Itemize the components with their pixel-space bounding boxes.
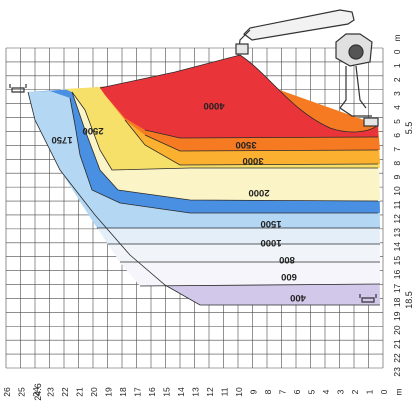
wheel-icon [348, 44, 364, 60]
y-tick-label: m [392, 34, 402, 41]
y-extra-label-18-5: 18.5 [404, 291, 414, 309]
zone-labels: 4000 3500 3000 2500 2000 1750 1500 1000 … [51, 100, 306, 303]
x-tick-label: 4 [321, 389, 331, 394]
y-tick-label: 17 [392, 283, 402, 293]
x-extra-label-24-6: 24.6 [33, 383, 43, 401]
zone-label-600: 600 [281, 271, 297, 282]
y-tick-label: 5 [392, 119, 402, 124]
x-tick-label: 26 [2, 387, 12, 397]
y-tick-label: 19 [392, 311, 402, 321]
y-tick-label: 14 [392, 242, 402, 252]
outline-3500 [144, 129, 379, 139]
x-tick-label: 21 [75, 387, 85, 397]
boom-head-icon [235, 43, 249, 55]
x-tick-label: 3 [336, 389, 346, 394]
zone-outlines [27, 54, 381, 306]
x-tick-label: 12 [205, 387, 215, 397]
x-tick-label: 22 [60, 387, 70, 397]
zone-label-800: 800 [279, 254, 295, 265]
y-tick-label: 10 [392, 186, 402, 196]
tower-icon [339, 107, 372, 117]
y-tick-label: 2 [392, 77, 402, 82]
zone-label-1750: 1750 [51, 134, 72, 145]
outline-2500 [124, 119, 379, 166]
zone-label-1500: 1500 [260, 218, 281, 229]
x-tick-label: 17 [133, 387, 143, 397]
x-tick-label: 13 [191, 387, 201, 397]
zone-label-400: 400 [290, 292, 306, 303]
x-tick-label: 0 [379, 389, 389, 394]
x-tick-label: 6 [292, 389, 302, 394]
y-tick-label: 1 [392, 63, 402, 68]
x-tick-label: 1 [365, 389, 375, 394]
y-tick-label: 4 [392, 105, 402, 110]
outline-3000 [144, 134, 379, 152]
x-tick-label: 14 [176, 387, 186, 397]
zone-label-2000: 2000 [248, 187, 269, 198]
y-tick-label: 6 [392, 133, 402, 138]
y-tick-label: 12 [392, 214, 402, 224]
platform-markers [9, 84, 377, 303]
outrigger-icon [339, 65, 367, 109]
outline-outer [27, 91, 380, 306]
zone-label-3000: 3000 [242, 155, 263, 166]
y-tick-label: 18 [392, 297, 402, 307]
x-tick-label: 8 [263, 389, 273, 394]
y-tick-label: 15 [392, 256, 402, 266]
outline-4000 [99, 54, 379, 133]
y-tick-label: 8 [392, 161, 402, 166]
x-tick-label: 11 [220, 387, 230, 396]
x-tick-label: m [394, 388, 404, 395]
outline-2000 [71, 91, 378, 171]
x-tick-label: 23 [46, 387, 56, 397]
x-tick-label: 20 [89, 387, 99, 397]
base-icon [363, 117, 379, 127]
x-tick-label: 25 [17, 387, 27, 397]
y-tick-label: 20 [392, 325, 402, 335]
y-tick-label: 13 [392, 228, 402, 238]
crane-illustration [235, 9, 379, 127]
y-tick-label: 11 [392, 200, 402, 209]
y-extra-label-5-5: 5.5 [404, 122, 414, 135]
x-tick-label: 16 [147, 387, 157, 397]
zone-label-4000: 4000 [203, 100, 224, 111]
x-tick-label: 5 [307, 389, 317, 394]
y-tick-label: 7 [392, 147, 402, 152]
x-tick-label: 18 [118, 387, 128, 397]
outline-1750 [71, 91, 379, 202]
x-tick-label: 24 [31, 387, 41, 397]
y-tick-label: 16 [392, 270, 402, 280]
basket-icon-left [9, 84, 27, 93]
zone-label-3500: 3500 [235, 139, 256, 150]
x-tick-label: 9 [249, 389, 259, 394]
basket-icon-right [359, 294, 377, 303]
x-tick-label: 2 [350, 389, 360, 394]
outline-400 [139, 283, 381, 287]
load-zones [28, 55, 380, 305]
boom-icon [243, 9, 355, 41]
y-tick-label: 21 [392, 339, 402, 349]
y-tick-label: 0 [392, 49, 402, 54]
x-tick-label: 7 [278, 389, 288, 394]
outline-1500 [69, 97, 378, 214]
zone-label-1000: 1000 [260, 237, 281, 248]
y-tick-label: 3 [392, 91, 402, 96]
x-tick-label: 15 [162, 387, 172, 397]
y-tick-label: 23 [392, 367, 402, 377]
x-tick-label: 10 [234, 387, 244, 397]
y-tick-label: 9 [392, 174, 402, 179]
y-tick-label: 22 [392, 353, 402, 363]
x-tick-label: 19 [104, 387, 114, 397]
zone-4000 [100, 55, 378, 138]
zone-label-2500: 2500 [82, 125, 103, 136]
